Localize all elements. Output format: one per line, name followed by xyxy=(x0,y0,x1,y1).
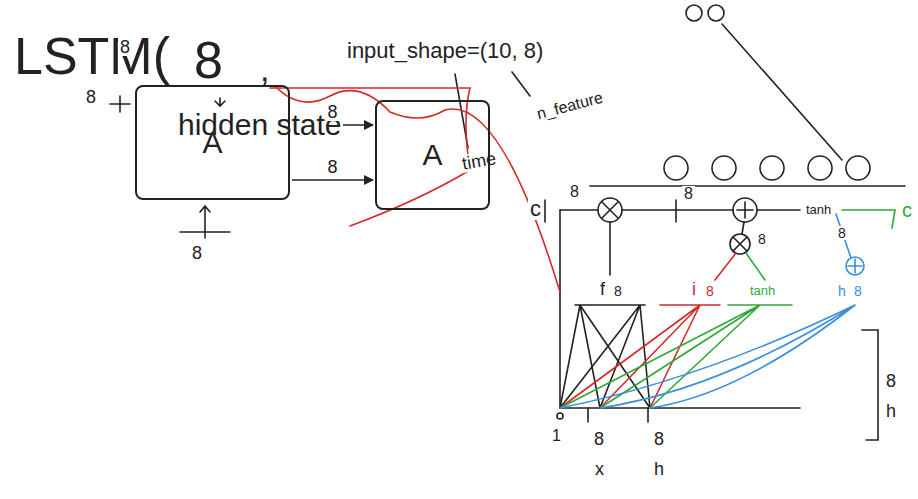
sketch-label: 8 xyxy=(592,430,606,448)
sketch-label: x xyxy=(593,460,606,478)
cell-letter: A xyxy=(422,140,442,170)
sketch-label: input_shape=(10, 8) xyxy=(345,40,545,62)
sketch-label: LSTM( xyxy=(12,30,172,82)
sketch-label: time xyxy=(459,149,500,173)
sketch-label: i xyxy=(690,280,698,298)
state-arrow xyxy=(292,179,373,181)
sketch-label: tanh xyxy=(804,203,833,216)
sketch-label: 8 xyxy=(118,38,132,56)
sketch-label: h xyxy=(652,460,666,478)
sketch-label: 8 xyxy=(682,186,695,202)
sketch-label: 8 xyxy=(568,184,581,200)
sketch-label: 8 xyxy=(884,372,898,390)
sketch-label: h xyxy=(836,284,848,298)
lstm-cell-box: A xyxy=(375,100,490,210)
arrow-label: 8 xyxy=(325,103,339,121)
sketch-label: f xyxy=(598,280,607,298)
sketch-label: tanh xyxy=(748,284,777,297)
sketch-label: 8 xyxy=(704,284,716,298)
lstm-cell-box: A xyxy=(135,85,290,200)
sketch-label: c xyxy=(900,200,914,220)
sketch-label: 8 xyxy=(612,284,624,298)
sketch-label: 8 xyxy=(836,226,848,240)
sketch-label: 8 xyxy=(852,284,864,298)
sketch-label: n_feature xyxy=(533,89,606,123)
cell-letter: A xyxy=(202,128,222,158)
sketch-label: , xyxy=(258,52,271,86)
sketch-label: 8 xyxy=(192,34,225,86)
sketch-label: 8 xyxy=(84,88,98,106)
sketch-label: 1 xyxy=(550,428,563,444)
sketch-label: h xyxy=(884,402,898,420)
sketch-label: c xyxy=(528,198,543,220)
sketch-label: 8 xyxy=(756,232,768,246)
sketch-label: 8 xyxy=(190,244,204,262)
sketch-label: 8 xyxy=(652,430,666,448)
arrow-label: 8 xyxy=(325,158,339,176)
sketch-label: hidden state xyxy=(176,110,343,140)
